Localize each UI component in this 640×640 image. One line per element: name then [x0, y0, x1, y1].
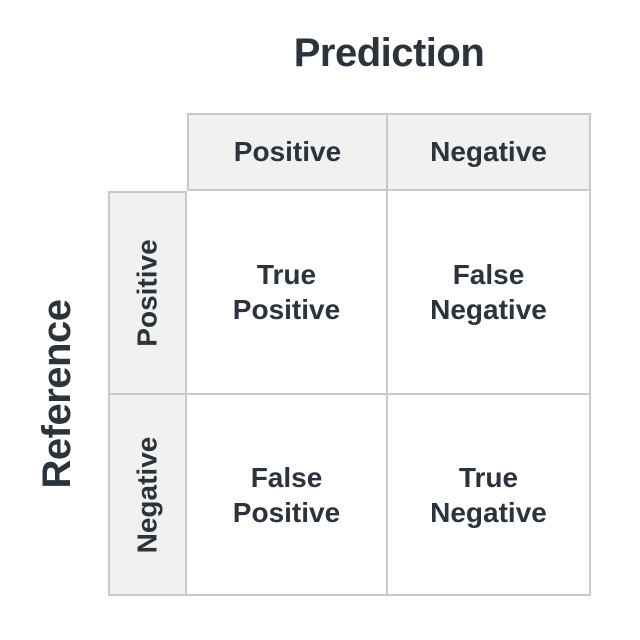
cell-text-line: False	[452, 259, 525, 290]
column-header-positive: Positive	[187, 113, 388, 191]
cell-false-negative: False Negative	[388, 191, 591, 395]
cell-text-line: False	[250, 461, 323, 493]
cell-text-line: True	[256, 259, 317, 290]
cell-text-line: Positive	[232, 496, 341, 528]
confusion-matrix-table: Positive Negative Positive True Positive…	[108, 113, 591, 596]
cell-true-positive-label: True Positive	[233, 257, 340, 327]
cell-false-positive-label: False Positive	[233, 460, 340, 530]
cell-true-negative: True Negative	[388, 395, 591, 596]
cell-false-negative-label: False Negative	[430, 257, 547, 327]
cell-true-negative-label: True Negative	[430, 460, 547, 530]
cell-false-positive: False Positive	[187, 395, 388, 596]
cell-text-line: True	[458, 461, 519, 493]
column-header-negative: Negative	[388, 113, 591, 191]
cell-text-line: Negative	[430, 294, 547, 325]
cell-text-line: Positive	[232, 294, 341, 325]
row-header-negative: Negative	[108, 395, 187, 596]
corner-spacer	[108, 113, 187, 191]
row-header-positive-label: Positive	[131, 239, 163, 347]
cell-true-positive: True Positive	[187, 191, 388, 395]
prediction-axis-label: Prediction	[293, 31, 485, 75]
reference-axis-label: Reference	[35, 299, 79, 489]
cell-text-line: Negative	[430, 496, 547, 528]
row-header-positive: Positive	[108, 191, 187, 395]
row-header-negative-label: Negative	[131, 436, 163, 553]
